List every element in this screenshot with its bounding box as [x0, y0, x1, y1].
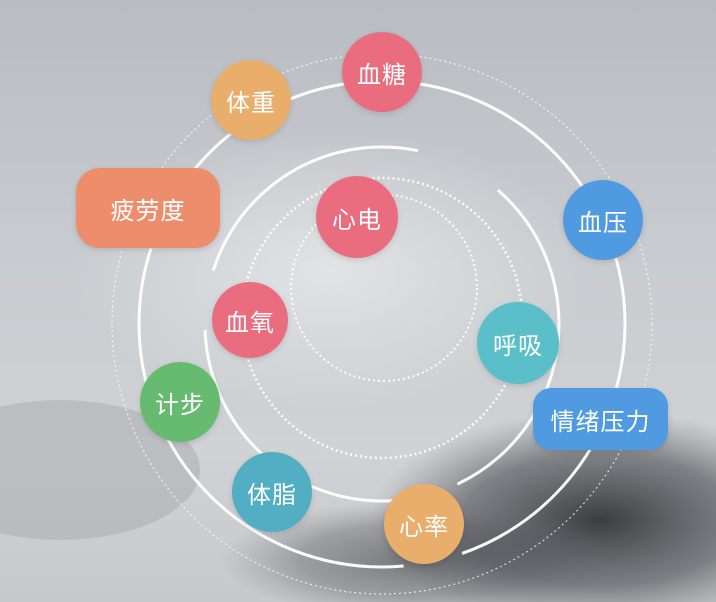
node-pilaodu[interactable]: 疲劳度: [76, 168, 220, 248]
node-label: 疲劳度: [110, 196, 186, 225]
outer-dotted-ring: [111, 53, 653, 595]
node-xindian[interactable]: 心电: [316, 176, 398, 258]
node-label: 心电: [332, 205, 382, 234]
node-jibu[interactable]: 计步: [140, 362, 220, 442]
outer-solid-ring: [137, 79, 627, 569]
node-label: 体脂: [247, 480, 297, 509]
node-label: 血氧: [225, 308, 275, 337]
node-xueya[interactable]: 血压: [563, 180, 643, 260]
node-huxi[interactable]: 呼吸: [477, 302, 559, 384]
node-xuetang[interactable]: 血糖: [342, 32, 422, 112]
middle-solid-ring: [203, 145, 561, 503]
node-xueyang[interactable]: 血氧: [212, 282, 288, 358]
node-xinlv[interactable]: 心率: [384, 484, 464, 564]
node-label: 计步: [155, 390, 205, 419]
innermost-dotted-ring: [290, 194, 478, 382]
node-label: 呼吸: [493, 331, 543, 360]
node-label: 心率: [399, 512, 449, 541]
node-label: 血糖: [357, 60, 407, 89]
node-qingxu[interactable]: 情绪压力: [533, 388, 668, 450]
node-label: 体重: [226, 88, 276, 117]
node-label: 血压: [578, 208, 628, 237]
node-tizhong[interactable]: 体重: [211, 60, 291, 140]
node-tizhi[interactable]: 体脂: [232, 452, 312, 532]
node-label: 情绪压力: [550, 407, 651, 436]
